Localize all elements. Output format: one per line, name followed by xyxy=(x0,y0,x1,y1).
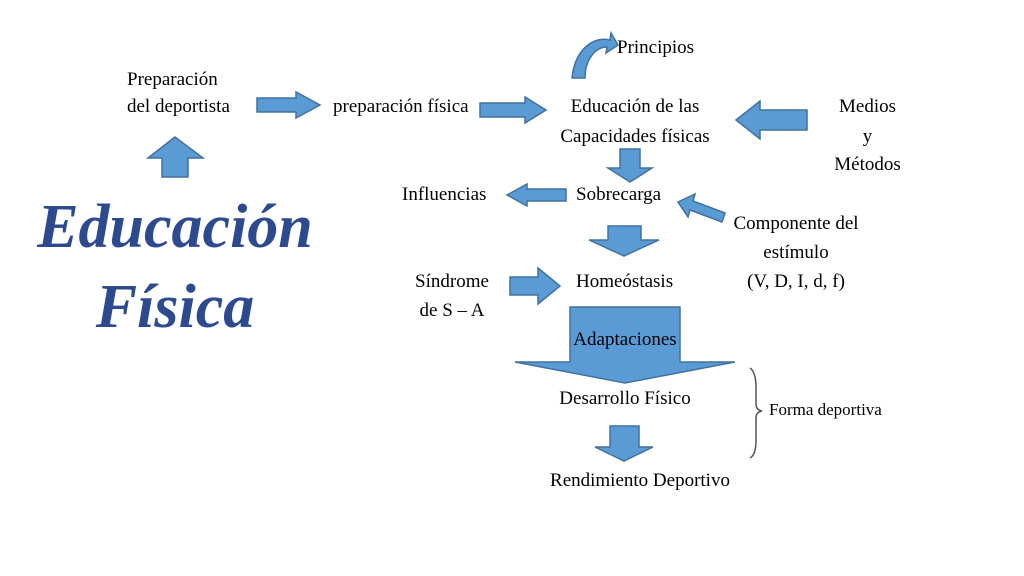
node-sindrome-line-1: Síndrome xyxy=(415,271,489,292)
node-preparacion-deportista-line-1: Preparación xyxy=(127,69,218,90)
node-principios: Principios xyxy=(617,37,695,58)
curved-arrow-principios xyxy=(571,30,620,79)
node-educacion-capacidades-line-2: Capacidades físicas xyxy=(560,126,710,147)
node-preparacion-deportista-line-2: del deportista xyxy=(127,96,230,117)
node-componente-line-3: (V, D, I, d, f) xyxy=(747,271,845,292)
brace-forma-deportiva xyxy=(749,367,763,459)
arrow-left-to-influencias xyxy=(505,182,567,208)
arrow-down-to-homeostasis xyxy=(588,225,660,257)
node-desarrollo-fisico: Desarrollo Físico xyxy=(559,388,691,409)
arrow-down-to-rendimiento xyxy=(594,425,654,462)
arrow-diagonal-from-componente xyxy=(676,192,726,223)
arrow-down-adaptaciones xyxy=(514,306,736,384)
diagram-title-line-1: Educación xyxy=(37,193,313,261)
arrow-right-to-preparacion-fisica xyxy=(256,90,322,120)
diagram-title-line-2: Física xyxy=(95,273,255,341)
arrow-right-to-educacion xyxy=(479,95,548,125)
arrow-left-from-medios xyxy=(734,99,808,141)
node-adaptaciones: Adaptaciones xyxy=(573,329,677,350)
node-componente-line-2: estímulo xyxy=(763,242,829,263)
node-educacion-capacidades-line-1: Educación de las xyxy=(570,96,700,117)
arrow-down-to-sobrecarga xyxy=(605,148,655,183)
node-componente-line-1: Componente del xyxy=(733,213,859,234)
node-rendimiento-deportivo: Rendimiento Deportivo xyxy=(550,470,730,491)
node-medios-line-2: y xyxy=(862,126,873,147)
node-sindrome-line-2: de S – A xyxy=(419,300,485,321)
node-medios-line-3: Métodos xyxy=(834,154,901,175)
node-influencias: Influencias xyxy=(402,184,487,205)
arrow-up-preparacion xyxy=(145,136,206,178)
node-medios-line-1: Medios xyxy=(839,96,896,117)
node-homeostasis: Homeóstasis xyxy=(576,271,674,292)
arrow-right-from-sindrome xyxy=(509,266,562,306)
node-preparacion-fisica: preparación física xyxy=(333,96,469,117)
node-sobrecarga: Sobrecarga xyxy=(576,184,662,205)
node-forma-deportiva: Forma deportiva xyxy=(769,400,882,419)
